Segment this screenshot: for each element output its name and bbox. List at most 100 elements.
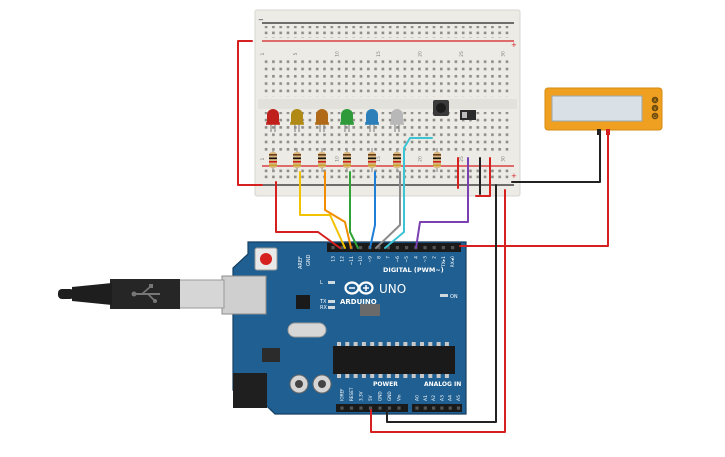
digital-pin-socket[interactable] — [331, 246, 335, 250]
wire-rail-plus-loop[interactable] — [237, 40, 263, 186]
meter-mode-label: A — [653, 98, 657, 104]
power-pin-socket[interactable] — [349, 406, 354, 410]
digital-header — [327, 243, 461, 252]
multimeter[interactable]: AVΩ — [544, 87, 663, 135]
wire-button-purple[interactable] — [415, 157, 469, 249]
analog-pin-socket[interactable] — [415, 406, 419, 410]
digital-pin-socket[interactable] — [340, 246, 344, 250]
analog-pin-socket[interactable] — [423, 406, 427, 410]
wire-gnd-black[interactable] — [386, 184, 497, 423]
meter-mode-label: V — [653, 106, 657, 112]
analog-pin-socket[interactable] — [456, 406, 461, 410]
digital-pin-socket[interactable] — [405, 246, 409, 250]
meter-mode-button[interactable] — [651, 96, 659, 104]
slide-switch-knob — [462, 112, 467, 118]
analog-pin-label: A1 — [423, 395, 429, 401]
digital-header-label: DIGITAL (PWM~) — [383, 266, 444, 274]
digital-pin-socket[interactable] — [441, 246, 445, 250]
meter-mode-label: Ω — [653, 114, 657, 120]
pushbutton[interactable] — [433, 100, 449, 116]
analog-pin-socket[interactable] — [440, 406, 444, 410]
wire-led3-orange[interactable] — [324, 171, 352, 249]
wire-led6-gray[interactable] — [375, 171, 401, 249]
power-pin-socket[interactable] — [397, 406, 401, 410]
meter-mode-button[interactable] — [651, 104, 659, 112]
resistor[interactable] — [343, 148, 351, 172]
digital-pin-socket[interactable] — [423, 246, 427, 250]
power-pin-socket[interactable] — [387, 406, 392, 410]
wire-led4-green[interactable] — [349, 171, 359, 249]
top-rail-holes — [262, 26, 512, 38]
led-yellow[interactable] — [290, 109, 304, 132]
digital-pin-socket[interactable] — [359, 246, 363, 250]
meter-mode-button[interactable] — [651, 112, 659, 120]
power-pin-socket[interactable] — [340, 406, 344, 410]
wire-meter-red[interactable] — [459, 129, 609, 247]
resistor-row — [269, 148, 441, 172]
led-orange[interactable] — [315, 109, 329, 132]
on-label: ON — [450, 294, 458, 300]
usb-cable[interactable] — [58, 279, 225, 309]
analog-pin-socket[interactable] — [448, 406, 452, 410]
slide-switch[interactable] — [460, 110, 476, 120]
board-model-label: UNO — [379, 282, 406, 296]
analog-pin-label: A5 — [456, 395, 462, 401]
power-pin-socket[interactable] — [368, 406, 373, 410]
crystal-oscillator — [287, 322, 327, 338]
digital-pin-socket[interactable] — [386, 246, 390, 250]
wire-meter-black[interactable] — [511, 129, 601, 183]
atmega-chip — [333, 346, 455, 374]
column-number: 15 — [376, 51, 382, 57]
wire-led1-red[interactable] — [275, 181, 341, 249]
digital-pin-label: 8 — [377, 256, 383, 259]
led-blue[interactable] — [365, 109, 379, 132]
resistor[interactable] — [318, 148, 326, 172]
column-number: 1 — [260, 157, 266, 160]
resistor[interactable] — [368, 148, 376, 172]
column-number: 20 — [418, 156, 424, 162]
center-channel — [258, 99, 517, 109]
resistor[interactable] — [269, 148, 277, 172]
wire-button-cyan[interactable] — [384, 137, 433, 249]
digital-pin-socket[interactable] — [395, 246, 399, 250]
aref-label: AREF — [298, 256, 304, 269]
digital-pin-socket[interactable] — [451, 246, 455, 250]
digital-pin-label: TX▸1 — [441, 256, 447, 268]
top-rail-plus-label: + — [511, 41, 517, 49]
wire-led5-blue[interactable] — [369, 171, 376, 249]
digital-pin-socket[interactable] — [432, 246, 436, 250]
reset-button[interactable] — [260, 253, 272, 265]
wires[interactable] — [237, 40, 609, 433]
usb-plug-metal — [177, 279, 225, 309]
analog-pin-label: A4 — [448, 395, 454, 401]
power-pin-socket[interactable] — [378, 406, 382, 410]
wire-led2-yellow[interactable] — [299, 171, 346, 249]
led-green[interactable] — [340, 109, 354, 132]
multimeter-mode-buttons[interactable]: AVΩ — [651, 96, 659, 120]
led-red[interactable] — [266, 109, 280, 132]
power-pin-label: 3.3V — [359, 391, 364, 401]
digital-pin-socket[interactable] — [377, 246, 381, 250]
resistor[interactable] — [433, 148, 441, 172]
power-pin-socket[interactable] — [359, 406, 363, 410]
power-pin-label: Vin — [397, 394, 402, 401]
digital-pin-label: ~9 — [367, 256, 373, 263]
capacitor-left-top — [295, 380, 303, 388]
usb-strain-relief — [72, 283, 112, 305]
analog-pin-label: A0 — [415, 395, 421, 401]
wire-5v-red[interactable] — [370, 189, 506, 433]
wire-red-short-2[interactable] — [475, 157, 491, 197]
resistor[interactable] — [393, 148, 401, 172]
resistor[interactable] — [293, 148, 301, 172]
power-pin-label: RESET — [349, 387, 354, 401]
led-white[interactable] — [390, 109, 404, 132]
digital-pin-label: RX◂0 — [450, 256, 456, 267]
analog-pin-socket[interactable] — [432, 406, 436, 410]
column-number: 10 — [335, 51, 341, 57]
analog-header — [412, 404, 462, 412]
